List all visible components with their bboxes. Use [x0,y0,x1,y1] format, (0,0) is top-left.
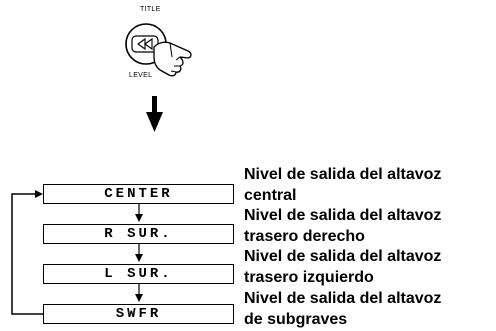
desc-line: Nivel de salida del altavoz [244,248,442,265]
pointing-hand-icon [153,41,192,77]
step-center: CENTER [43,184,234,204]
level-label: LEVEL [129,72,153,79]
desc-line: Nivel de salida del altavoz [244,290,442,307]
step-swfr: SWFR [43,304,234,324]
desc-line: trasero izquierdo [244,269,374,286]
desc-line: central [244,187,297,204]
remote-button[interactable] [118,17,208,81]
desc-line: Nivel de salida del altavoz [244,166,442,183]
down-arrow-icon [146,96,163,132]
desc-line: trasero derecho [244,228,365,245]
desc-line: Nivel de salida del altavoz [244,207,442,224]
loop-back-line [11,190,43,315]
step-r-sur: R SUR. [43,224,234,244]
desc-line: de subgraves [244,311,348,328]
step-arrow [135,204,143,222]
step-arrow [135,284,143,302]
desc-r-sur: Nivel de salida del altavoz trasero dere… [244,205,441,247]
desc-l-sur: Nivel de salida del altavoz trasero izqu… [244,246,441,288]
step-l-sur: L SUR. [43,264,234,284]
step-arrow [135,244,143,262]
title-label: TITLE [140,6,161,13]
desc-swfr: Nivel de salida del altavoz de subgraves [244,288,441,330]
desc-center: Nivel de salida del altavoz central [244,164,441,206]
